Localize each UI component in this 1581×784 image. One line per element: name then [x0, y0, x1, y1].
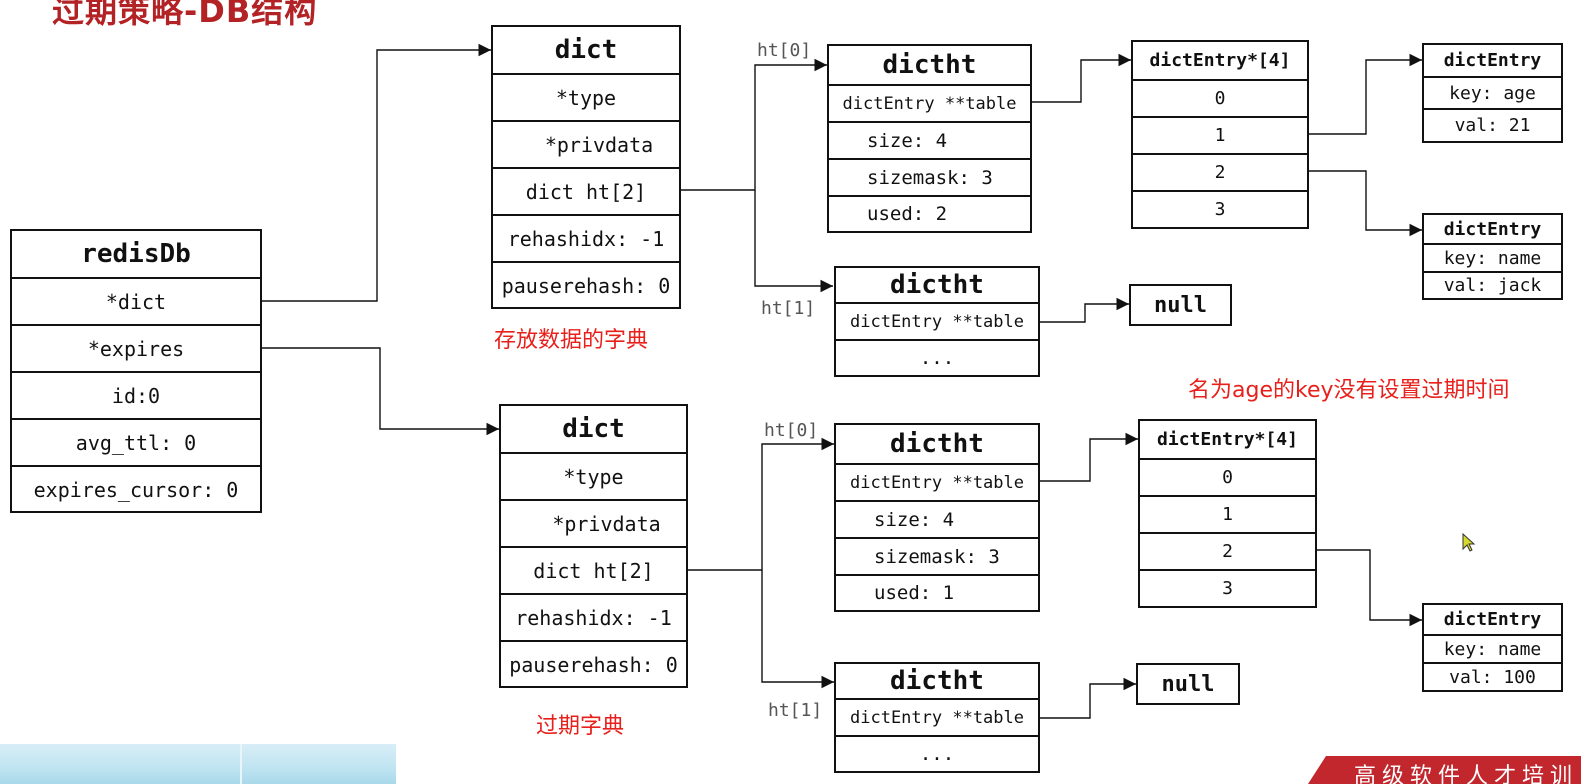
dict-main-field-type: *type — [493, 75, 679, 122]
table-main-header: dictEntry*[4] — [1133, 42, 1307, 81]
dictht-expires-ht1-ellipsis: ... — [919, 743, 955, 765]
dict-entry-expire-name: dictEntry key: name val: 100 — [1422, 603, 1563, 692]
redisdb-field-expires: *expires — [12, 326, 260, 373]
dictht-main-ht1-header: dictht — [836, 268, 1038, 304]
dict-expires-field-privdata: *privdata — [501, 501, 686, 548]
redisdb-field-dict: *dict — [12, 279, 260, 326]
dict-expires-caption: 过期字典 — [536, 714, 625, 739]
table-expires-header: dictEntry*[4] — [1140, 421, 1315, 460]
dict-entry-age-header: dictEntry — [1424, 45, 1561, 78]
dict-main-field-pauserehash: pauserehash: 0 — [501, 273, 671, 298]
null-main: null — [1129, 284, 1232, 326]
dict-main-field-rehashidx: rehashidx: -1 — [493, 216, 679, 263]
table-main-slot-2: 2 — [1133, 155, 1307, 192]
footer-brand-banner: 高级软件人才培训 — [1308, 756, 1581, 784]
dictht-main-ht1-table: dictEntry **table — [836, 304, 1038, 341]
dict-expires-header: dict — [501, 406, 686, 454]
dict-expires-field-rehashidx: rehashidx: -1 — [501, 595, 686, 642]
ht0-label-main: ht[0] — [757, 40, 812, 61]
dict-entry-name-header: dictEntry — [1424, 215, 1561, 245]
null-main-label: null — [1154, 292, 1207, 318]
dict-expires-field-type: *type — [501, 454, 686, 501]
dict-entry-name: dictEntry key: name val: jack — [1422, 213, 1563, 300]
dictht-expires-ht0-header: dictht — [836, 425, 1038, 465]
ht0-label-expires: ht[0] — [764, 420, 819, 441]
dict-expires-field-ht: dict ht[2] — [501, 548, 686, 595]
null-expires-label: null — [1161, 671, 1215, 697]
table-expires-slot-1: 1 — [1140, 497, 1315, 534]
dictht-expires-ht0-table: dictEntry **table — [836, 465, 1038, 502]
dict-entry-expire-name-key: key: name — [1424, 636, 1561, 664]
footer-brand-text: 高级软件人才培训 — [1354, 764, 1579, 784]
dict-main-field-privdata: *privdata — [493, 122, 679, 169]
dictht-main-ht0-used: used: 2 — [867, 203, 948, 225]
dictht-main-ht1-ellipsis: ... — [919, 347, 955, 369]
table-expires-slot-3: 3 — [1222, 578, 1233, 599]
dictht-main-ht0-header: dictht — [829, 46, 1030, 86]
dictht-main-ht0: dictht dictEntry **table size: 4 sizemas… — [827, 44, 1032, 233]
table-expires-slot-2: 2 — [1140, 534, 1315, 571]
dictht-main-ht1: dictht dictEntry **table ... — [834, 266, 1040, 377]
dictht-main-ht0-table: dictEntry **table — [829, 86, 1030, 123]
dictht-expires-ht1-table: dictEntry **table — [836, 700, 1038, 737]
slide-title: 过期策略-DB结构 — [52, 0, 318, 30]
dict-main-struct: dict *type *privdata dict ht[2] rehashid… — [491, 25, 681, 309]
dict-entry-age-key: key: age — [1424, 78, 1561, 110]
redisdb-header: redisDb — [12, 231, 260, 279]
dictht-expires-ht1: dictht dictEntry **table ... — [834, 662, 1040, 773]
dictht-main-ht0-size: size: 4 — [829, 123, 1030, 160]
dictht-expires-ht0-size: size: 4 — [836, 502, 1038, 539]
dict-expires-struct: dict *type *privdata dict ht[2] rehashid… — [499, 404, 688, 688]
table-main: dictEntry*[4] 0 1 2 3 — [1131, 40, 1309, 229]
dictht-main-ht0-sizemask: sizemask: 3 — [829, 160, 1030, 197]
table-expires: dictEntry*[4] 0 1 2 3 — [1138, 419, 1317, 608]
dict-entry-age-val: val: 21 — [1454, 115, 1531, 136]
dictht-expires-ht0: dictht dictEntry **table size: 4 sizemas… — [834, 423, 1040, 612]
ht1-label-main: ht[1] — [761, 298, 816, 319]
footer-sky-strip — [0, 744, 396, 784]
dict-main-field-ht: dict ht[2] — [493, 169, 679, 216]
dictht-expires-ht0-used: used: 1 — [874, 582, 955, 604]
dict-entry-name-key: key: name — [1424, 245, 1561, 273]
dictht-expires-ht1-header: dictht — [836, 664, 1038, 700]
table-main-slot-3: 3 — [1214, 199, 1226, 220]
redisdb-struct: redisDb *dict *expires id:0 avg_ttl: 0 e… — [10, 229, 262, 513]
table-main-slot-0: 0 — [1133, 81, 1307, 118]
dict-entry-name-val: val: jack — [1443, 275, 1542, 296]
dict-main-caption: 存放数据的字典 — [494, 328, 649, 353]
dictht-expires-ht0-sizemask: sizemask: 3 — [836, 539, 1038, 576]
dict-entry-expire-name-header: dictEntry — [1424, 605, 1561, 636]
redisdb-field-id: id:0 — [12, 373, 260, 420]
ht1-label-expires: ht[1] — [768, 700, 823, 721]
dict-main-header: dict — [493, 27, 679, 75]
mouse-cursor-icon — [1462, 533, 1476, 552]
age-no-expire-note: 名为age的key没有设置过期时间 — [1188, 378, 1510, 403]
redisdb-field-expires-cursor: expires_cursor: 0 — [33, 477, 239, 502]
dict-entry-age: dictEntry key: age val: 21 — [1422, 43, 1563, 143]
null-expires: null — [1136, 663, 1240, 705]
table-main-slot-1: 1 — [1133, 118, 1307, 155]
table-expires-slot-0: 0 — [1140, 460, 1315, 497]
redisdb-field-avg-ttl: avg_ttl: 0 — [12, 420, 260, 467]
dict-expires-field-pauserehash: pauserehash: 0 — [509, 652, 678, 677]
dict-entry-expire-name-val: val: 100 — [1449, 666, 1536, 688]
